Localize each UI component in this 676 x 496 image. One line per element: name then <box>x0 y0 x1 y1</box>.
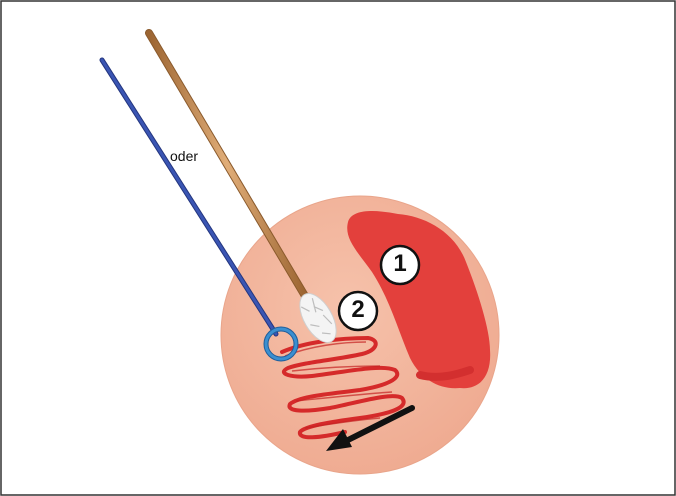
oder-label: oder <box>170 148 198 164</box>
step-1-label: 1 <box>381 250 419 278</box>
step-2-label: 2 <box>339 296 377 324</box>
